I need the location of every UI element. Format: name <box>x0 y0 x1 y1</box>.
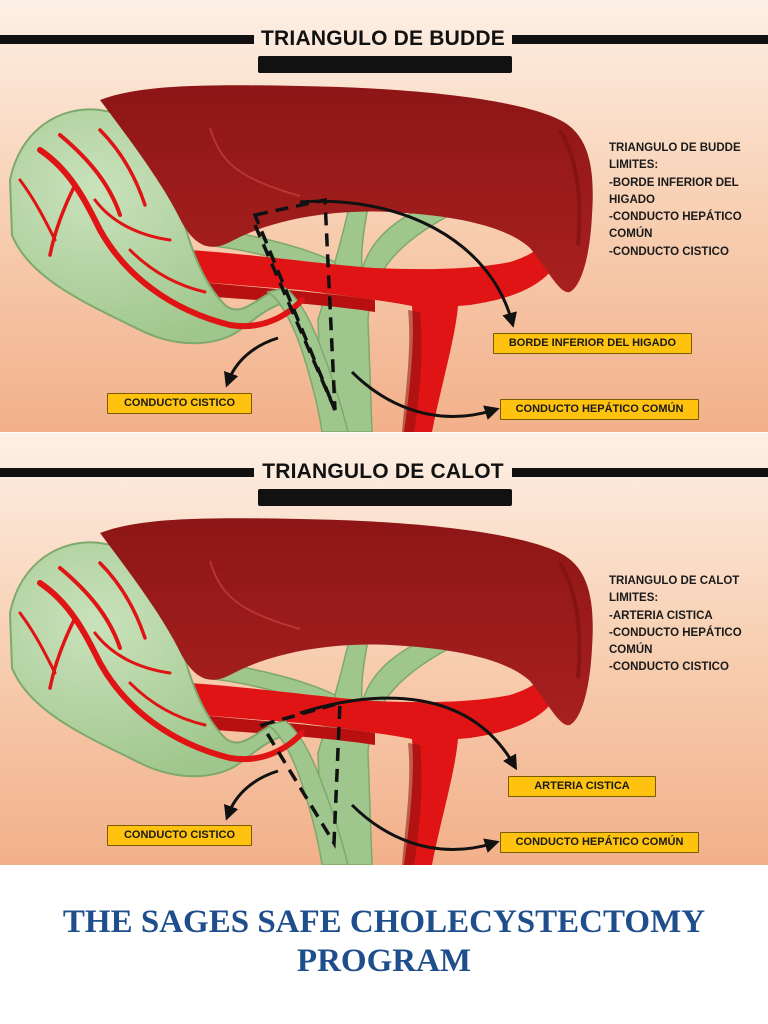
arrow-to-hepatic-duct <box>350 803 500 853</box>
budde-triangle-outline <box>252 197 337 411</box>
label-common-hepatic-duct: CONDUCTO HEPÁTICO COMÚN <box>500 832 699 853</box>
budde-title-row: TRIANGULO DE BUDDE <box>0 26 768 54</box>
calot-limits-text: TRIANGULO DE CALOT LIMITES: -ARTERIA CIS… <box>609 573 764 677</box>
arrow-to-cystic-artery <box>299 696 517 771</box>
info-line: COMÚN <box>609 644 653 657</box>
title-rule-right <box>512 468 768 477</box>
info-line: HIGADO <box>609 193 655 206</box>
label-cystic-duct: CONDUCTO CISTICO <box>107 393 252 414</box>
calot-title: TRIANGULO DE CALOT <box>262 460 504 483</box>
info-line: -BORDE INFERIOR DEL <box>609 176 739 189</box>
info-line: -CONDUCTO CISTICO <box>609 661 729 674</box>
info-line: COMÚN <box>609 228 653 241</box>
calot-title-row: TRIANGULO DE CALOT <box>0 459 768 487</box>
heading-line-2: PROGRAM <box>296 943 472 979</box>
calot-triangle-outline <box>259 700 342 849</box>
label-common-hepatic-duct: CONDUCTO HEPÁTICO COMÚN <box>500 399 699 420</box>
title-rule-right <box>512 35 768 44</box>
budde-limits-text: TRIANGULO DE BUDDE LIMITES: -BORDE INFER… <box>609 140 764 261</box>
info-line: -CONDUCTO HEPÁTICO <box>609 626 742 639</box>
label-cystic-duct: CONDUCTO CISTICO <box>107 825 252 846</box>
info-line: TRIANGULO DE CALOT <box>609 575 740 587</box>
budde-anatomy-illustration <box>0 0 768 432</box>
calot-triangle-panel: TRIANGULO DE CALOT TRIANGULO DE CALOT LI… <box>0 433 768 865</box>
label-liver-inferior-border: BORDE INFERIOR DEL HIGADO <box>493 333 692 354</box>
title-underline-bar <box>258 489 512 506</box>
info-line: TRIANGULO DE BUDDE <box>609 142 741 154</box>
budde-triangle-panel: TRIANGULO DE BUDDE TRIANGULO DE BUDDE LI… <box>0 0 768 432</box>
program-heading: THE SAGES SAFE CHOLECYSTECTOMY PROGRAM <box>0 903 768 981</box>
title-rule-left <box>0 468 254 477</box>
arrow-to-hepatic-duct <box>350 370 500 420</box>
info-line: LIMITES: <box>609 592 659 605</box>
arrow-to-liver-edge <box>299 199 517 328</box>
info-line: -CONDUCTO HEPÁTICO <box>609 211 742 224</box>
budde-title: TRIANGULO DE BUDDE <box>261 27 505 50</box>
title-rule-left <box>0 35 254 44</box>
label-cystic-artery: ARTERIA CISTICA <box>508 776 656 797</box>
title-underline-bar <box>258 56 512 73</box>
heading-line-1: THE SAGES SAFE CHOLECYSTECTOMY <box>62 904 706 940</box>
info-line: -CONDUCTO CISTICO <box>609 245 729 258</box>
arrow-to-cystic-duct <box>224 769 279 821</box>
calot-anatomy-illustration <box>0 433 768 865</box>
info-line: LIMITES: <box>609 159 659 172</box>
arrow-to-cystic-duct <box>224 336 279 388</box>
panel-divider <box>0 432 768 433</box>
info-line: -ARTERIA CISTICA <box>609 609 713 622</box>
